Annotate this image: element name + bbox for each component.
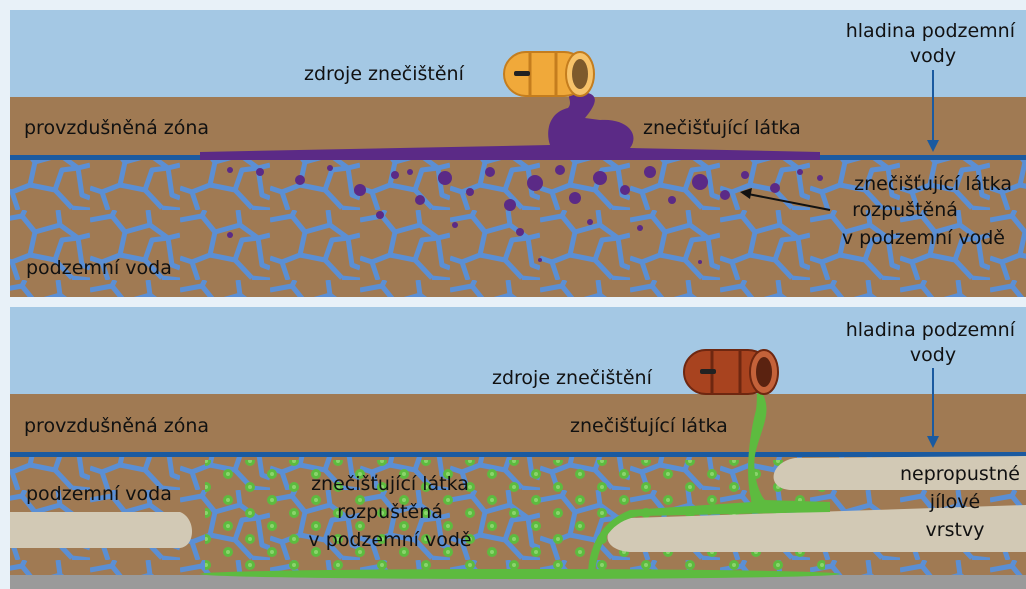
bottom-source-label: zdroje znečištění [492, 367, 653, 389]
bottom-clay-label-2: jílové [929, 491, 980, 513]
top-groundwater-label: podzemní voda [26, 257, 172, 279]
bottom-groundwater-label: podzemní voda [26, 483, 172, 505]
bottom-clay-label-3: vrstvy [926, 519, 985, 541]
bottom-water-table-label-1: hladina podzemní [846, 319, 1016, 341]
top-panel: zdroje znečištění hladina podzemní vody … [10, 10, 1026, 297]
top-dissolved-label-3: v podzemní vodě [842, 227, 1005, 249]
top-contaminant-label: znečišťující látka [643, 117, 801, 139]
bottom-contaminant-label: znečišťující látka [570, 415, 728, 437]
top-source-label: zdroje znečištění [304, 63, 465, 85]
bottom-dissolved-label-3: v podzemní vodě [308, 529, 471, 551]
bottom-contaminant-pool [200, 569, 840, 579]
bottom-dissolved-label-2: rozpuštěná [337, 501, 443, 523]
top-dissolved-label-2: rozpuštěná [852, 199, 958, 221]
bottom-panel: zdroje znečištění hladina podzemní vody … [10, 307, 1026, 589]
bottom-barrel-icon [684, 350, 778, 394]
bottom-clay-layer-left [10, 512, 192, 548]
top-dissolved-label-1: znečišťující látka [854, 173, 1012, 195]
bottom-water-table-label-2: vody [910, 344, 956, 366]
top-water-table-label-1: hladina podzemní [846, 20, 1016, 42]
bottom-dissolved-label-1: znečišťující látka [311, 473, 469, 495]
bottom-water-table-line [10, 452, 1026, 457]
top-water-table-label-2: vody [910, 45, 956, 67]
bottom-clay-label-1: nepropustné [900, 463, 1020, 485]
bottom-vadose-label: provzdušněná zóna [24, 415, 209, 437]
top-vadose-label: provzdušněná zóna [24, 117, 209, 139]
top-barrel-icon [504, 52, 594, 96]
